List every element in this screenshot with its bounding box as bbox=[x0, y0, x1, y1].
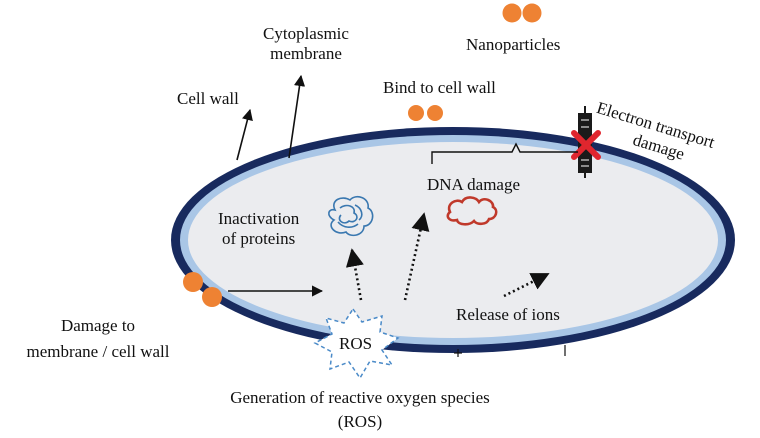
dna-damage-label: DNA damage bbox=[427, 175, 521, 194]
inactivation-line1: Inactivation bbox=[218, 209, 300, 228]
membrane-pointer-arrow bbox=[288, 74, 306, 159]
cell-wall-label: Cell wall bbox=[177, 89, 239, 108]
cell-wall-pointer-arrow bbox=[236, 108, 253, 161]
inactivation-of-proteins-label: Inactivation of proteins bbox=[218, 209, 299, 249]
dna-icon bbox=[446, 196, 498, 226]
ros-to-protein-arrow bbox=[345, 248, 364, 301]
nanoparticles-icon bbox=[502, 3, 542, 23]
bound-nanoparticles-icon bbox=[408, 105, 443, 121]
generation-line1: Generation of reactive oxygen species bbox=[230, 388, 490, 407]
nanoparticles-label: Nanoparticles bbox=[466, 35, 561, 54]
x-mark-icon bbox=[571, 130, 601, 160]
damage-to-membrane-line2: membrane / cell wall bbox=[26, 342, 170, 361]
cytoplasmic-membrane-label-line1: Cytoplasmic bbox=[263, 24, 349, 43]
damage-to-membrane-label: Damage to membrane / cell wall bbox=[4, 316, 192, 362]
protein-icon bbox=[328, 196, 374, 237]
generation-of-ros-label: Generation of reactive oxygen species (R… bbox=[190, 388, 530, 432]
release-of-ions-label: Release of ions bbox=[456, 305, 560, 324]
cytoplasmic-membrane-label-line2: membrane bbox=[270, 44, 342, 63]
wall-damage-nanoparticles-icon bbox=[183, 272, 222, 307]
generation-line2: (ROS) bbox=[337, 412, 383, 431]
bracket bbox=[431, 142, 578, 164]
cytoplasmic-membrane-label: Cytoplasmic membrane bbox=[250, 24, 362, 64]
bind-to-cell-wall-label: Bind to cell wall bbox=[383, 78, 496, 97]
ros-label: ROS bbox=[339, 334, 373, 353]
ros-star-shape bbox=[313, 307, 400, 380]
damage-to-membrane-line1: Damage to bbox=[60, 316, 136, 335]
inactivation-line2: of proteins bbox=[222, 229, 296, 248]
ion-release-arrow bbox=[503, 272, 550, 298]
